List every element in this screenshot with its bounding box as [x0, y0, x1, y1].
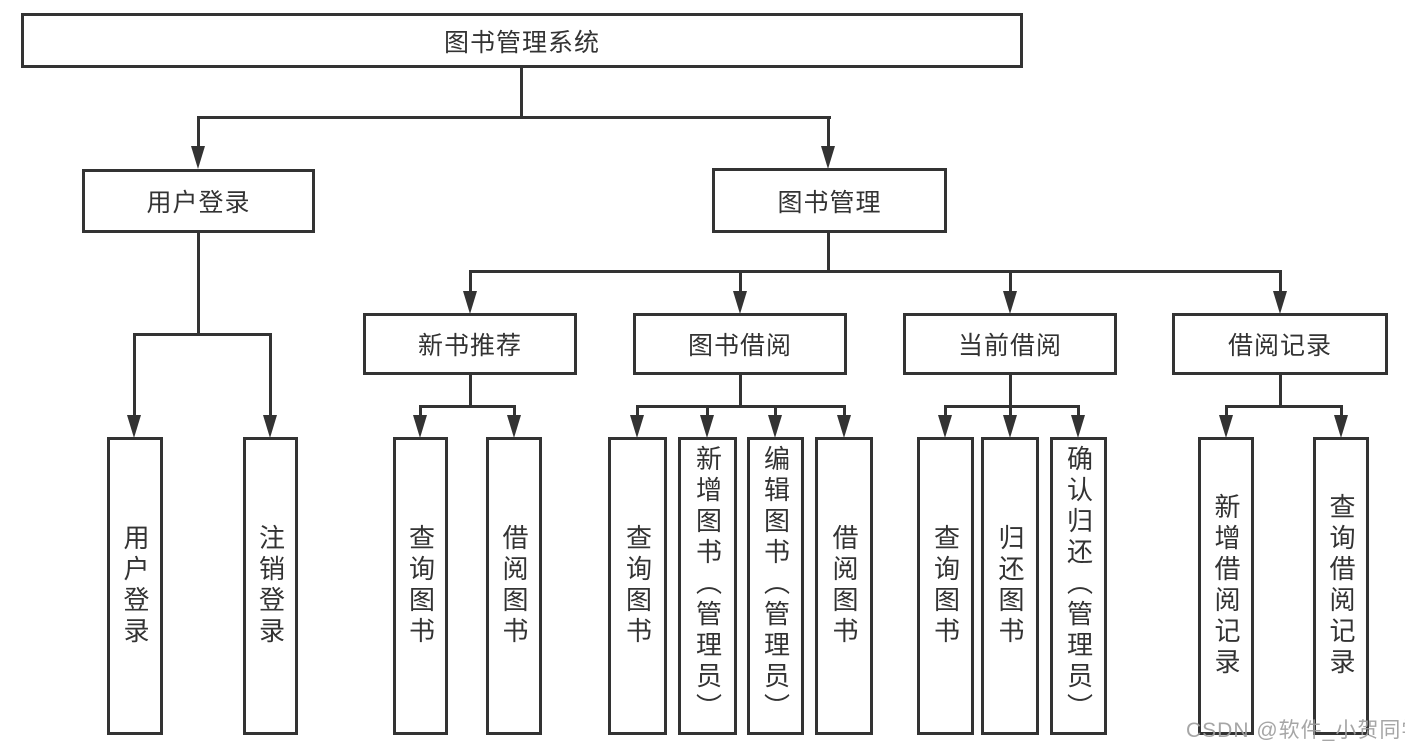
node-user-login-label: 用户登录 [146, 189, 251, 217]
leaf-confirm-return-admin-label: 确认归还（管理员） [1063, 445, 1094, 724]
connector-line [1340, 405, 1343, 415]
node-new-book-recommend-label: 新书推荐 [417, 332, 522, 360]
node-borrow-records-label: 借阅记录 [1227, 332, 1332, 360]
leaf-borrow-book-borrowing: 借阅图书 [815, 437, 873, 735]
connector-line [269, 333, 272, 415]
connector-line [843, 405, 846, 415]
connector-line [944, 405, 947, 415]
arrow-down-icon [700, 415, 714, 438]
arrow-down-icon [263, 415, 277, 438]
leaf-user-login: 用户登录 [107, 437, 163, 735]
arrow-down-icon [507, 415, 521, 438]
leaf-query-borrow-record: 查询借阅记录 [1313, 437, 1369, 735]
connector-line [469, 270, 472, 291]
node-current-borrowing-label: 当前借阅 [957, 332, 1062, 360]
arrow-down-icon [1071, 415, 1085, 438]
arrow-down-icon [1219, 415, 1233, 438]
arrow-down-icon [1334, 415, 1348, 438]
leaf-return-book-label: 归还图书 [995, 524, 1025, 648]
arrow-down-icon [413, 415, 427, 438]
connector-line [197, 116, 200, 146]
connector-line [1077, 405, 1080, 415]
leaf-query-book-borrowing: 查询图书 [608, 437, 667, 735]
watermark: CSDN @软件_小贺同学 [1186, 719, 1405, 742]
leaf-query-book-recommend-label: 查询图书 [405, 524, 436, 648]
leaf-add-borrow-record-label: 新增借阅记录 [1211, 493, 1241, 679]
leaf-return-book: 归还图书 [981, 437, 1039, 735]
leaf-confirm-return-admin: 确认归还（管理员） [1050, 437, 1107, 735]
connector-line [1225, 405, 1343, 408]
connector-line [197, 116, 831, 119]
connector-line [1009, 375, 1012, 408]
leaf-edit-book-admin-label: 编辑图书（管理员） [760, 445, 791, 724]
connector-line [706, 405, 709, 415]
node-library-system: 图书管理系统 [21, 13, 1023, 68]
connector-line [636, 405, 846, 408]
node-book-borrowing-label: 图书借阅 [687, 332, 792, 360]
arrow-down-icon [938, 415, 952, 438]
connector-line [1279, 270, 1282, 291]
leaf-query-book-current: 查询图书 [917, 437, 974, 735]
leaf-query-borrow-record-label: 查询借阅记录 [1326, 493, 1356, 679]
arrow-down-icon [837, 415, 851, 438]
arrow-down-icon [733, 291, 747, 314]
connector-line [419, 405, 516, 408]
leaf-add-borrow-record: 新增借阅记录 [1198, 437, 1254, 735]
leaf-query-book-current-label: 查询图书 [930, 524, 961, 648]
node-borrow-records: 借阅记录 [1172, 313, 1388, 375]
leaf-borrow-book-recommend-label: 借阅图书 [499, 524, 529, 648]
connector-line [419, 405, 422, 415]
arrow-down-icon [821, 146, 835, 169]
arrow-down-icon [1003, 415, 1017, 438]
node-current-borrowing: 当前借阅 [903, 313, 1117, 375]
connector-line [1279, 375, 1282, 408]
leaf-query-book-borrowing-label: 查询图书 [622, 524, 653, 648]
connector-line [133, 333, 136, 415]
leaf-edit-book-admin: 编辑图书（管理员） [747, 437, 804, 735]
leaf-borrow-book-recommend: 借阅图书 [486, 437, 542, 735]
leaf-add-book-admin: 新增图书（管理员） [678, 437, 737, 735]
connector-line [636, 405, 639, 415]
connector-line [739, 270, 742, 291]
connector-line [739, 375, 742, 408]
connector-line [1009, 405, 1012, 415]
connector-line [1225, 405, 1228, 415]
leaf-borrow-book-borrowing-label: 借阅图书 [829, 524, 859, 648]
leaf-logout-label: 注销登录 [255, 524, 286, 648]
connector-line [827, 116, 830, 146]
connector-line [513, 405, 516, 415]
arrow-down-icon [1273, 291, 1287, 314]
leaf-add-book-admin-label: 新增图书（管理员） [692, 445, 723, 724]
node-book-management-label: 图书管理 [777, 188, 882, 217]
connector-line [469, 375, 472, 408]
connector-line [197, 233, 200, 335]
connector-line [133, 333, 272, 336]
arrow-down-icon [630, 415, 644, 438]
arrow-down-icon [191, 146, 205, 169]
node-user-login: 用户登录 [82, 169, 315, 233]
arrow-down-icon [1003, 291, 1017, 314]
leaf-query-book-recommend: 查询图书 [393, 437, 448, 735]
connector-line [774, 405, 777, 415]
connector-line [1009, 270, 1012, 291]
node-book-borrowing: 图书借阅 [633, 313, 847, 375]
arrow-down-icon [463, 291, 477, 314]
node-book-management: 图书管理 [712, 168, 947, 233]
leaf-logout: 注销登录 [243, 437, 298, 735]
connector-line [469, 270, 1282, 273]
connector-line [827, 233, 830, 273]
node-new-book-recommend: 新书推荐 [363, 313, 577, 375]
arrow-down-icon [768, 415, 782, 438]
connector-line [944, 405, 1080, 408]
connector-line [520, 68, 523, 118]
arrow-down-icon [127, 415, 141, 438]
leaf-user-login-label: 用户登录 [120, 524, 150, 648]
node-library-system-label: 图书管理系统 [443, 28, 600, 57]
